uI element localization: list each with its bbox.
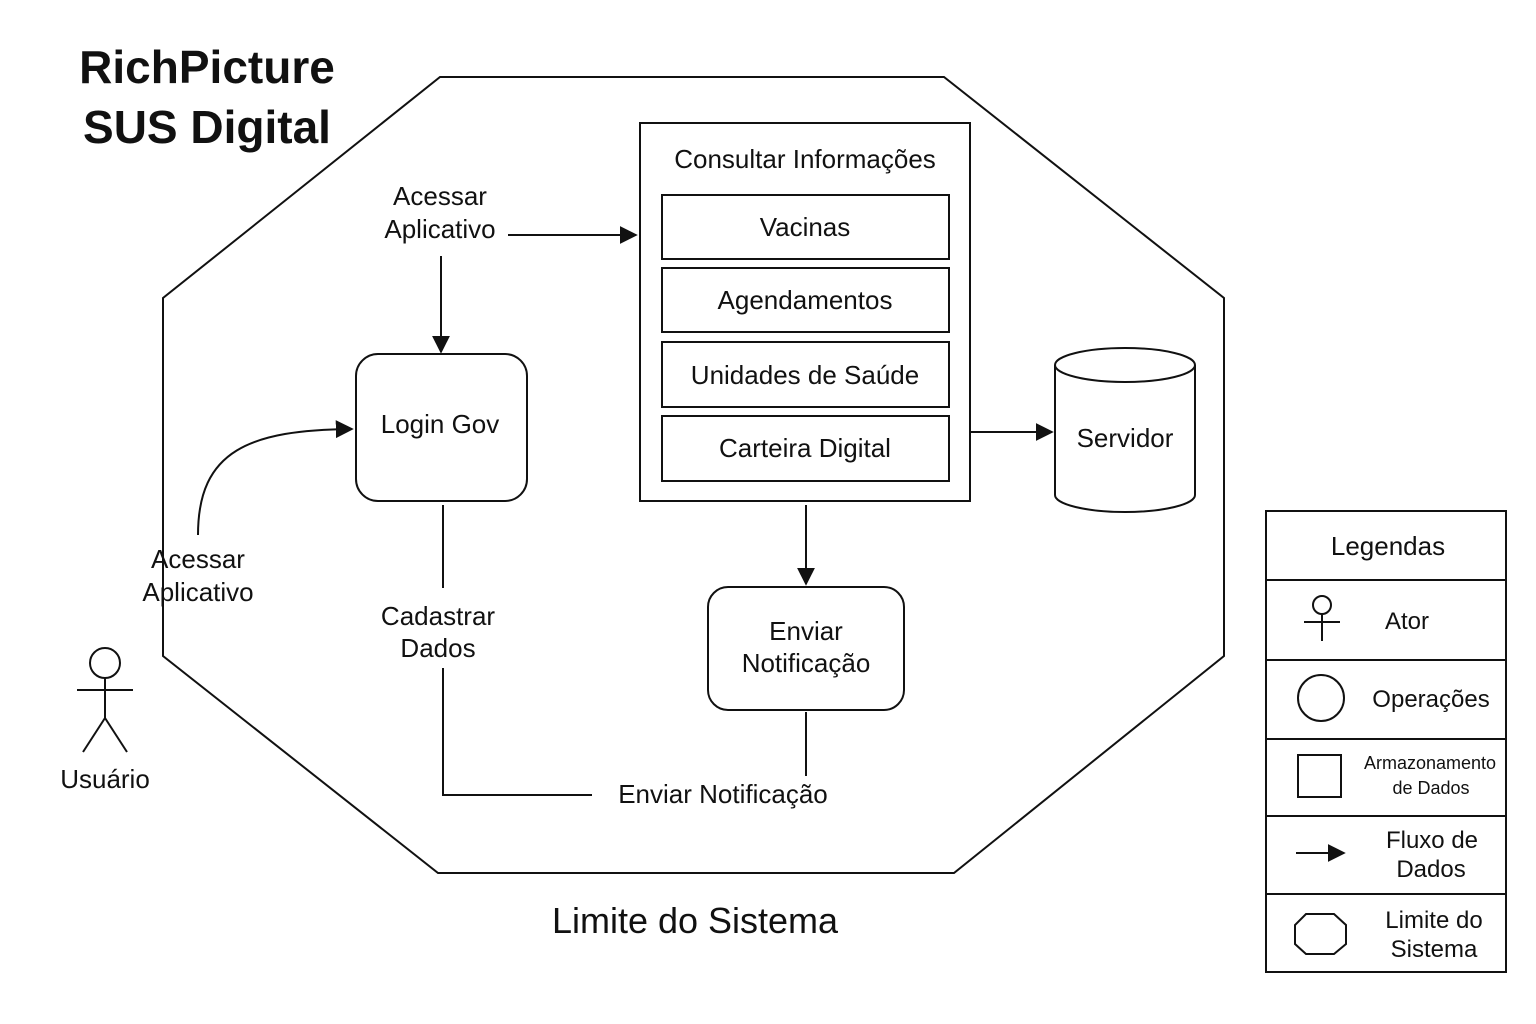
consult-item-appointments[interactable] xyxy=(661,267,950,333)
legend-boundary-label-line1: Limite do xyxy=(1385,907,1482,934)
flow-line-register-to-notify xyxy=(442,668,592,796)
consult-item-digital-card[interactable] xyxy=(661,415,950,482)
flow-arrow-user-to-login xyxy=(197,420,354,536)
legend-actor-label: Ator xyxy=(1385,608,1429,635)
legend-storage-icon xyxy=(1297,754,1342,798)
diagram-title-line2: SUS Digital xyxy=(83,101,331,153)
consult-info-title: Consultar Informações xyxy=(674,144,936,174)
flow-label-access-left-line2: Aplicativo xyxy=(142,577,253,607)
consult-item-health-units-label: Unidades de Saúde xyxy=(691,360,919,390)
consult-item-appointments-label: Agendamentos xyxy=(718,285,893,315)
legend-storage-label-line2: de Dados xyxy=(1392,778,1469,798)
flow-label-register-line2: Dados xyxy=(400,633,475,663)
legend-boundary-label-line2: Sistema xyxy=(1391,936,1478,963)
consult-item-digital-card-label: Carteira Digital xyxy=(719,433,891,463)
send-notification-node[interactable] xyxy=(707,586,905,711)
consult-item-vaccines-label: Vacinas xyxy=(760,212,851,242)
actor-label: Usuário xyxy=(60,764,150,794)
legend-panel xyxy=(1265,510,1507,973)
legend-flow-label-line2: Dados xyxy=(1396,856,1465,883)
server-label: Servidor xyxy=(1077,423,1174,453)
flow-label-notify-bottom: Enviar Notificação xyxy=(618,779,828,809)
legend-operations-label: Operações xyxy=(1372,686,1489,713)
system-boundary-label: Limite do Sistema xyxy=(552,900,839,941)
legend-actor-icon xyxy=(1304,595,1340,641)
legend-flow-label-line1: Fluxo de xyxy=(1386,827,1478,854)
login-gov-node[interactable] xyxy=(355,353,528,502)
system-boundary xyxy=(162,76,1225,874)
flow-label-register-line1: Cadastrar xyxy=(381,601,495,631)
login-gov-label: Login Gov xyxy=(381,409,500,439)
diagram-title-line1: RichPicture xyxy=(79,41,335,93)
consult-item-health-units[interactable] xyxy=(661,341,950,408)
consult-item-vaccines[interactable] xyxy=(661,194,950,260)
user-actor-icon[interactable] xyxy=(77,647,133,753)
legend-operations-icon xyxy=(1297,674,1345,722)
send-notification-label-line1: Enviar xyxy=(769,616,843,646)
legend-boundary-icon xyxy=(1294,913,1347,955)
flow-label-access-left-line1: Acessar xyxy=(151,544,245,574)
send-notification-label-line2: Notificação xyxy=(742,648,871,678)
legend-storage-label-line1: Armazonamento xyxy=(1364,753,1496,773)
flow-label-access-top-line2: Aplicativo xyxy=(384,214,495,244)
server-database-icon[interactable] xyxy=(1054,347,1196,513)
flow-label-access-top-line1: Acessar xyxy=(393,181,487,211)
legend-title: Legendas xyxy=(1331,531,1445,561)
